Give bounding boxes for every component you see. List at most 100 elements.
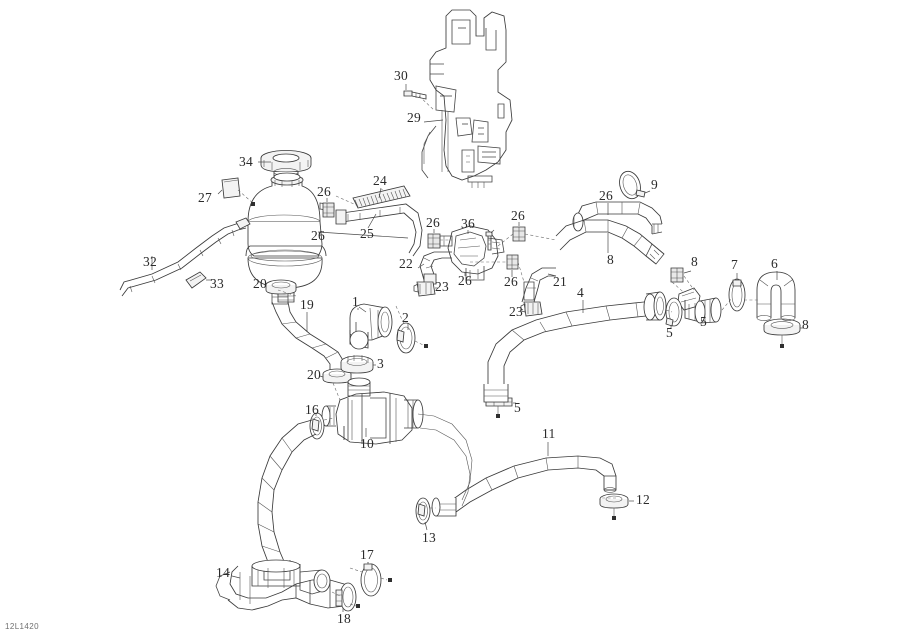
part-23-spring-clamp-b (520, 301, 543, 317)
callout-20a: 20 (253, 276, 268, 291)
leader-21 (547, 273, 557, 277)
part-5-hose-clamp-a (665, 297, 683, 327)
callout-5b: 5 (514, 400, 522, 415)
callout-3: 3 (377, 356, 385, 371)
callout-18: 18 (337, 611, 352, 626)
assembly-dash-29 (237, 189, 255, 205)
leader-10 (683, 270, 692, 274)
leader-28 (317, 231, 409, 239)
callout-20b: 20 (307, 367, 322, 382)
part-1-elbow-connector (349, 303, 393, 350)
callout-34: 34 (239, 154, 254, 169)
leader-30 (423, 119, 444, 123)
callout-2: 2 (402, 310, 410, 325)
part-11-hose-clamp (619, 170, 646, 200)
leader-36 (490, 229, 495, 234)
leader-11 (644, 190, 651, 194)
callout-35: 36 (461, 216, 476, 231)
leader-29 (217, 189, 223, 195)
part-35-thermostat-housing (439, 225, 505, 281)
callout-14a: 12 (636, 492, 651, 507)
callout-10: 8 (691, 254, 699, 269)
part-4-radiator-hose (483, 291, 667, 403)
drawing-code: 12L1420 (5, 622, 39, 631)
part-33-retaining-clip (185, 271, 207, 289)
callout-32: 32 (143, 254, 158, 269)
callout-11: 9 (651, 177, 659, 192)
part-25-vent-hose (335, 203, 423, 257)
part-13-coolant-hose (431, 455, 617, 517)
part-17-hose-clamp (360, 563, 392, 597)
part-15-coolant-manifold (215, 559, 353, 611)
leader-15 (231, 575, 241, 579)
part-26-hose-clamp-a (322, 202, 335, 218)
hose-pump-to-manifold (257, 419, 317, 567)
part-8-hose-clamp-b (763, 318, 801, 348)
callout-22: 22 (399, 256, 414, 271)
part-10-sensor-fitting (670, 267, 684, 283)
part-6-coolant-fitting (677, 287, 722, 324)
callout-33: 33 (210, 276, 225, 291)
part-24-spring-protector (352, 185, 411, 209)
part-32-overflow-hose (119, 217, 251, 297)
callout-23a: 23 (435, 279, 450, 294)
part-23-spring-clamp-a (413, 281, 436, 297)
callout-5a: 5 (666, 325, 674, 340)
callout-19: 19 (300, 297, 315, 312)
leader-20a (263, 283, 267, 287)
callout-24: 24 (373, 173, 388, 188)
callout-7: 6 (771, 256, 779, 271)
part-14-hose-clamp-b (415, 497, 431, 525)
part-12-water-pump-housing (321, 377, 424, 445)
callout-4: 4 (577, 285, 585, 300)
callout-30: 29 (407, 110, 422, 125)
assembly-dash-31 (418, 95, 435, 111)
leader-23b (520, 308, 524, 311)
callout-15: 14 (216, 565, 231, 580)
part-26-hose-clamp-e (506, 254, 519, 270)
callout-6: 5 (700, 314, 708, 329)
part-31-screw (403, 90, 427, 100)
part-29-retaining-clip (221, 177, 241, 199)
callout-21: 21 (553, 274, 568, 289)
part-30-coolant-tube-assembly (421, 9, 513, 188)
callout-1: 1 (352, 294, 360, 309)
callout-26b: 26 (426, 215, 441, 230)
part-7-elbow-tube (756, 271, 796, 321)
callout-31: 30 (394, 68, 409, 83)
callout-29: 27 (198, 190, 213, 205)
part-28-reservoir-tank (245, 172, 335, 303)
part-2-hose-clamp (396, 322, 428, 354)
leader-20b (319, 375, 324, 378)
callout-16: 16 (305, 402, 320, 417)
leader-25 (367, 213, 377, 229)
part-14-hose-clamp-a (599, 493, 629, 520)
part-26-hose-clamp-b (427, 233, 441, 249)
part-9-coolant-hose (555, 219, 665, 265)
part-8-hose-clamp-a (728, 278, 746, 312)
part-21-bypass-hose (521, 267, 556, 303)
callout-25: 25 (360, 226, 375, 241)
callout-8b: 8 (802, 317, 810, 332)
callout-17: 17 (360, 547, 375, 562)
leader-14b (424, 521, 428, 531)
hose-pump-right (417, 413, 473, 507)
callout-26e: 26 (504, 274, 519, 289)
part-36-screw (485, 231, 493, 251)
part-3-hose-clamp (340, 355, 374, 374)
callout-14b: 13 (422, 530, 437, 545)
callout-27: 26 (599, 188, 614, 203)
callout-26c: 26 (511, 208, 526, 223)
callout-23b: 23 (509, 304, 524, 319)
callout-26a: 26 (317, 184, 332, 199)
part-18-hose-clamp (335, 582, 360, 612)
callout-26d: 26 (458, 273, 473, 288)
callout-8a: 7 (731, 257, 739, 272)
callout-12: 10 (360, 436, 375, 451)
callout-9: 8 (607, 252, 615, 267)
part-22-bypass-hose (419, 251, 452, 285)
callout-28: 26 (311, 228, 326, 243)
leader-22 (417, 263, 425, 269)
part-26-hose-clamp-c (512, 226, 526, 242)
